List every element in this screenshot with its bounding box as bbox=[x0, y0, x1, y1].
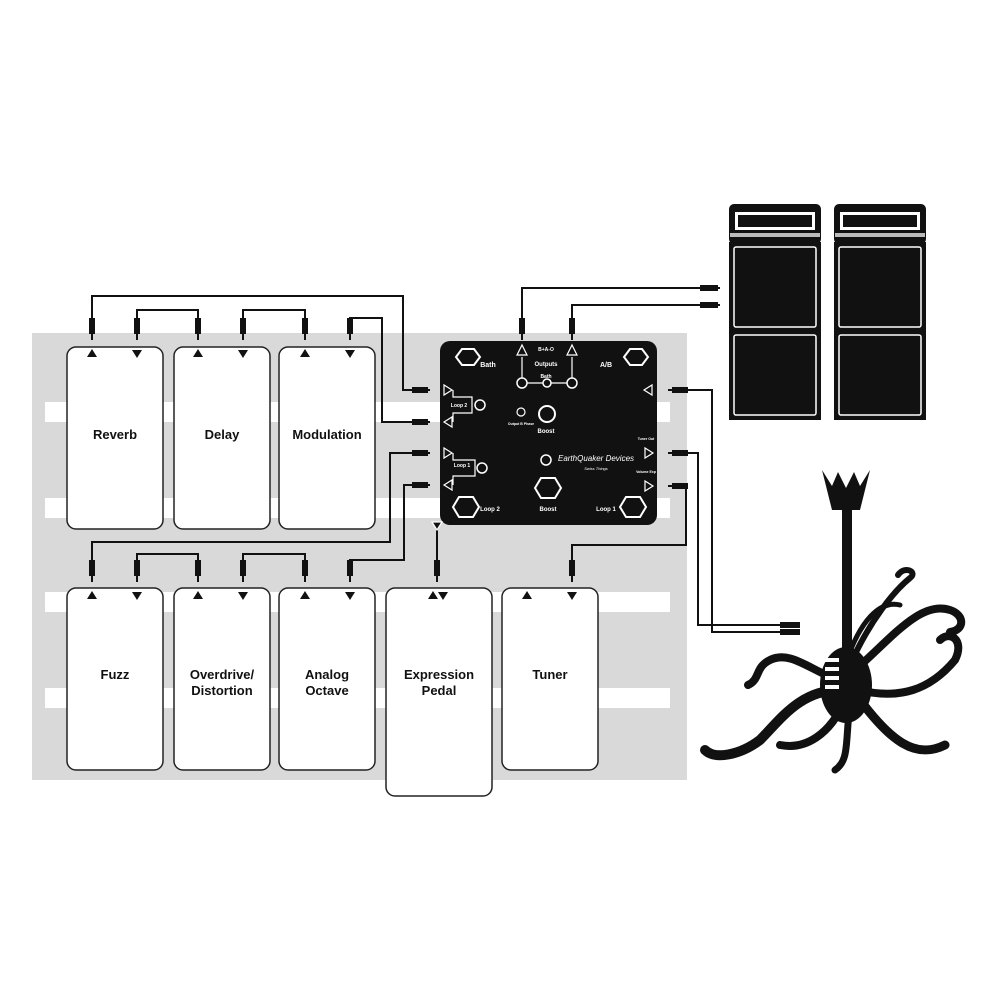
pedal-expression: Expression Pedal bbox=[385, 587, 493, 797]
pedal-label: Fuzz bbox=[101, 667, 130, 682]
volume-exp-label: Volume Exp bbox=[636, 470, 656, 474]
tuner-out-label: Tuner Out bbox=[638, 437, 655, 441]
cable-plugs bbox=[89, 285, 800, 635]
output-jack-icon bbox=[345, 592, 355, 600]
output-b-jack-icon bbox=[516, 343, 528, 356]
pedal-label: Analog bbox=[305, 667, 349, 682]
model-name: Swiss Things bbox=[584, 466, 608, 471]
volume-exp-jack-icon bbox=[644, 479, 655, 493]
bath-jack[interactable] bbox=[542, 378, 552, 388]
input-jack-icon bbox=[522, 591, 532, 599]
ab-label: A/B bbox=[600, 362, 612, 369]
pedal-label: Expression bbox=[404, 667, 474, 682]
output-a-jack-icon bbox=[566, 343, 578, 356]
loop2-send-label: Loop 2 bbox=[451, 403, 468, 409]
boost-knob-label: Boost bbox=[538, 429, 555, 435]
pedal-delay: Delay bbox=[173, 346, 271, 530]
loop1-footswitch[interactable] bbox=[618, 496, 648, 518]
outputs-sub-label: B+A-O bbox=[538, 347, 554, 353]
guitar-headstock-icon bbox=[822, 470, 870, 510]
input-jack-icon bbox=[87, 591, 97, 599]
guitar-neck bbox=[842, 505, 852, 655]
pedal-label: Overdrive/ bbox=[190, 667, 255, 682]
amplifier-stack-left bbox=[729, 204, 821, 420]
pedal-modulation: Modulation bbox=[278, 346, 376, 530]
exp-jack-icon bbox=[430, 521, 444, 532]
pedal-label: Delay bbox=[205, 427, 240, 442]
tuner-out-jack-icon bbox=[644, 446, 655, 460]
outputs-label: Outputs bbox=[535, 362, 559, 368]
pedal-overdrive-distortion: Overdrive/ Distortion bbox=[173, 587, 271, 771]
guitar-pickups bbox=[825, 658, 839, 689]
input-jack-icon bbox=[87, 349, 97, 357]
pedal-reverb: Reverb bbox=[66, 346, 164, 530]
loop1-send-jack-icon bbox=[443, 446, 454, 460]
output-jack-icon bbox=[132, 592, 142, 600]
output-b-jack[interactable] bbox=[516, 377, 528, 389]
input-jack-icon bbox=[642, 383, 653, 397]
loop2-footswitch[interactable] bbox=[451, 496, 481, 518]
output-phase-switch[interactable] bbox=[516, 407, 526, 417]
loop1-send-label: Loop 1 bbox=[454, 463, 471, 469]
pedal-tuner: Tuner bbox=[501, 587, 599, 771]
loop2-return-jack-icon bbox=[442, 415, 453, 429]
output-jack-icon bbox=[132, 350, 142, 358]
output-a-jack[interactable] bbox=[566, 377, 578, 389]
loop1-return-jack[interactable] bbox=[476, 462, 488, 474]
pedal-label-line2: Octave bbox=[305, 683, 348, 698]
output-jack-icon bbox=[345, 350, 355, 358]
pedal-analog-octave: Analog Octave bbox=[278, 587, 376, 771]
input-jack-icon bbox=[300, 591, 310, 599]
octopus-guitar-illustration bbox=[700, 470, 966, 774]
input-jack-icon bbox=[193, 591, 203, 599]
output-phase-label: Output B Phase bbox=[508, 422, 534, 426]
loop1-return-jack-icon bbox=[442, 478, 453, 492]
boost-knob[interactable] bbox=[538, 405, 556, 423]
boost-footswitch[interactable] bbox=[533, 477, 563, 499]
brand-logo: EarthQuaker Devices bbox=[558, 454, 634, 463]
input-jack-icon bbox=[300, 349, 310, 357]
input-jack-icon bbox=[428, 591, 438, 599]
output-jack-icon bbox=[238, 592, 248, 600]
loop2-return-jack[interactable] bbox=[474, 399, 486, 411]
loop-switcher: Bath A/B B+A-O Outputs Bath Loop 2 Loop … bbox=[430, 341, 657, 532]
output-jack-icon bbox=[238, 350, 248, 358]
pedal-label: Modulation bbox=[292, 427, 361, 442]
amplifier-stack-right bbox=[834, 204, 926, 420]
pedal-label-line2: Distortion bbox=[191, 683, 252, 698]
input-jack-icon bbox=[193, 349, 203, 357]
loop2-footswitch-label: Loop 2 bbox=[480, 507, 500, 513]
loop1-footswitch-label: Loop 1 bbox=[596, 507, 616, 513]
ab-footswitch[interactable] bbox=[622, 348, 650, 366]
bath-footswitch[interactable] bbox=[454, 348, 482, 366]
pedal-label: Reverb bbox=[93, 427, 137, 442]
output-jack-icon bbox=[438, 592, 448, 600]
pedal-label-line2: Pedal bbox=[422, 683, 457, 698]
boost-footswitch-label: Boost bbox=[540, 507, 557, 513]
pedal-fuzz: Fuzz bbox=[66, 587, 164, 771]
loop2-send-jack-icon bbox=[443, 383, 454, 397]
bath-label: Bath bbox=[480, 362, 496, 369]
output-jack-icon bbox=[567, 592, 577, 600]
pedal-label: Tuner bbox=[532, 667, 567, 682]
bath-mini-label: Bath bbox=[540, 374, 551, 380]
led-indicator bbox=[540, 454, 552, 466]
